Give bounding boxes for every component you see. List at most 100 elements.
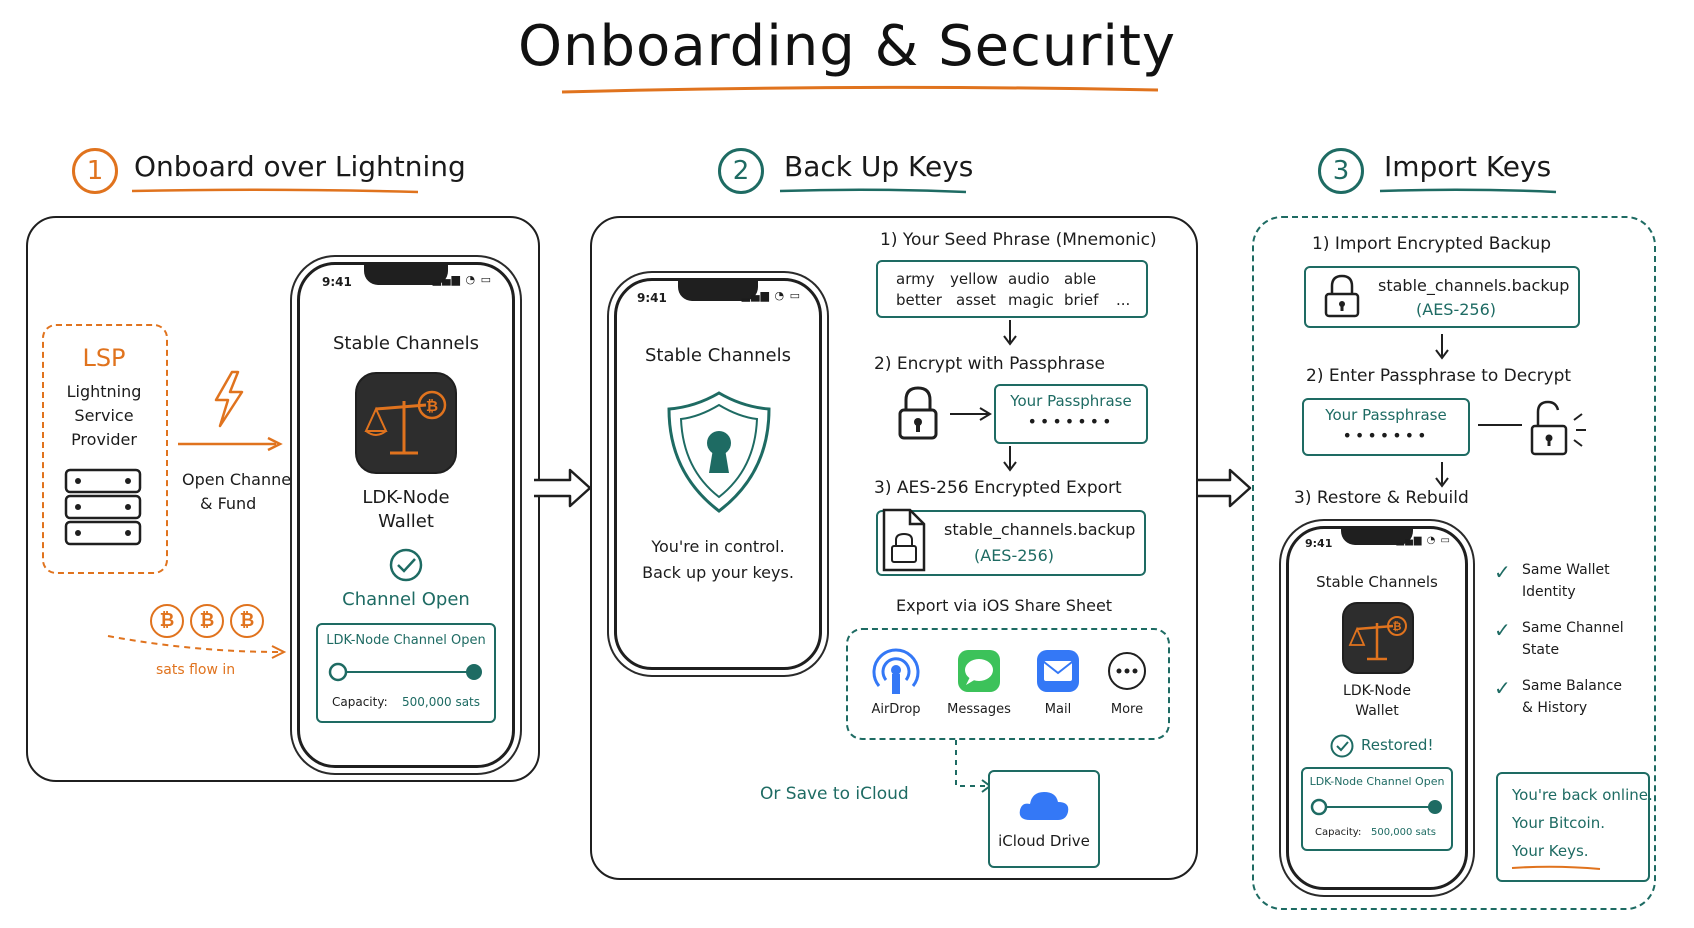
wallet-line-1: LDK-Node <box>362 487 450 508</box>
passphrase-dots: ••••••• <box>1027 412 1115 431</box>
control-message-1: You're in control. <box>651 537 785 556</box>
sats-flow-label: sats flow in <box>156 662 236 678</box>
section-1-number: 1 <box>72 148 118 194</box>
share-target-label: More <box>1110 702 1144 717</box>
final-line-1: You're back online. <box>1512 786 1653 804</box>
final-line-2: Your Bitcoin. <box>1512 814 1605 832</box>
export-label: Export via iOS Share Sheet <box>896 596 1113 615</box>
page-title: Onboarding & Security <box>517 14 1177 79</box>
wallet-line-1: LDK-Node <box>1343 683 1411 699</box>
icloud-icon <box>1019 792 1069 820</box>
restore-status: Restored! <box>1361 736 1434 754</box>
app-name: Stable Channels <box>332 333 479 354</box>
section-3-title: Import Keys <box>1384 150 1552 183</box>
channel-slider <box>1310 798 1442 816</box>
channel-slider <box>328 662 482 682</box>
check-line-1: Same Channel <box>1522 620 1624 636</box>
backup-step-1: 1) Your Seed Phrase (Mnemonic) <box>880 230 1157 250</box>
stable-channels-logo-icon: ₿ <box>1342 602 1414 674</box>
icloud-drive-label: iCloud Drive <box>998 832 1090 850</box>
unlock-icon <box>1530 400 1586 456</box>
passphrase-dots: ••••••• <box>1342 426 1430 445</box>
svg-text:₿: ₿ <box>426 397 438 415</box>
check-icon: ✓ <box>1494 676 1511 700</box>
final-underline <box>1511 865 1601 870</box>
flow-arrow-2-3 <box>1198 468 1252 508</box>
seed-word: magic <box>1008 291 1054 309</box>
status-time: 9:41 <box>322 275 352 289</box>
lsp-title: LSP <box>82 344 126 372</box>
channel-card-title: LDK-Node Channel Open <box>1309 775 1445 788</box>
channel-status: Channel Open <box>342 589 470 610</box>
server-icon <box>64 468 142 546</box>
right-arrow <box>950 407 992 421</box>
seed-word: yellow <box>950 270 998 288</box>
bitcoin-coin-icon: ₿ <box>150 604 184 638</box>
passphrase-label: Your Passphrase <box>1010 392 1132 410</box>
fund-label: & Fund <box>200 494 257 513</box>
share-target-label: Messages <box>947 702 1011 717</box>
section-2-number: 2 <box>718 148 764 194</box>
lock-icon <box>1324 274 1360 318</box>
import-file-name: stable_channels.backup <box>1378 276 1570 295</box>
lsp-subtitle-1: Lightning <box>66 382 142 401</box>
check-circle-icon <box>1330 734 1354 758</box>
backup-step-3: 3) AES-256 Encrypted Export <box>874 478 1122 498</box>
check-line-2: & History <box>1522 700 1588 716</box>
import-file-algo: (AES-256) <box>1416 300 1497 319</box>
passphrase-input: Your Passphrase ••••••• <box>994 384 1148 444</box>
lsp-subtitle-3: Provider <box>71 430 137 449</box>
import-step-2: 2) Enter Passphrase to Decrypt <box>1306 366 1572 386</box>
seed-word: able <box>1064 270 1097 288</box>
backup-file-name: stable_channels.backup <box>944 520 1136 539</box>
status-time: 9:41 <box>637 291 667 305</box>
section-3-number: 3 <box>1318 148 1364 194</box>
icloud-drive-box[interactable]: iCloud Drive <box>988 770 1100 868</box>
section-2-title: Back Up Keys <box>784 150 974 183</box>
backup-file-algo: (AES-256) <box>974 546 1055 565</box>
import-passphrase-input[interactable]: Your Passphrase ••••••• <box>1302 398 1470 456</box>
bitcoin-coin-icon: ₿ <box>190 604 224 638</box>
shield-keyhole-icon <box>667 391 771 513</box>
share-sheet <box>846 628 1170 740</box>
app-name: Stable Channels <box>1316 573 1438 591</box>
lsp-box <box>42 324 168 574</box>
icloud-label: Or Save to iCloud <box>760 784 909 804</box>
channel-card-title: LDK-Node Channel Open <box>326 633 486 648</box>
section-2-underline <box>779 188 967 194</box>
encrypted-file-icon <box>882 508 926 572</box>
share-target-label: Mail <box>1044 702 1072 717</box>
check-icon: ✓ <box>1494 560 1511 584</box>
section-1-title: Onboard over Lightning <box>134 150 466 183</box>
check-circle-icon <box>389 548 423 582</box>
capacity-label: Capacity: <box>332 695 388 709</box>
mail-icon[interactable] <box>1035 648 1081 694</box>
seed-word: brief <box>1064 291 1099 309</box>
seed-word: ... <box>1116 291 1131 309</box>
airdrop-icon[interactable] <box>868 646 924 696</box>
status-time: 9:41 <box>1305 537 1333 550</box>
open-channel-label: Open Channel <box>182 470 296 489</box>
capacity-value: 500,000 sats <box>402 695 480 709</box>
import-step-3: 3) Restore & Rebuild <box>1294 488 1469 508</box>
control-message-2: Back up your keys. <box>642 563 794 582</box>
down-arrow <box>1435 462 1449 488</box>
title-underline <box>561 85 1159 94</box>
status-icons: ▂▄▆ ◔ ▭ <box>741 289 801 302</box>
channel-card: LDK-Node Channel Open Capacity: 500,000 … <box>316 623 496 723</box>
svg-text:₿: ₿ <box>1393 620 1402 633</box>
passphrase-label: Your Passphrase <box>1325 406 1447 424</box>
messages-icon[interactable] <box>956 648 1002 694</box>
wallet-line-2: Wallet <box>1355 703 1399 719</box>
phone-restore: 9:41 ▂▄▆ ◔ ▭ Stable Channels ₿ LDK-Node … <box>1286 526 1468 890</box>
check-line-1: Same Balance <box>1522 678 1623 694</box>
lsp-subtitle-2: Service <box>74 406 134 425</box>
check-line-2: Identity <box>1522 584 1576 600</box>
lock-icon <box>898 386 938 440</box>
more-icon[interactable] <box>1106 650 1148 692</box>
import-file-box: stable_channels.backup (AES-256) <box>1304 266 1580 328</box>
import-panel <box>1252 216 1656 910</box>
sats-flow-arrow <box>107 635 287 659</box>
section-3-underline <box>1379 188 1557 194</box>
lightning-icon <box>214 370 244 428</box>
